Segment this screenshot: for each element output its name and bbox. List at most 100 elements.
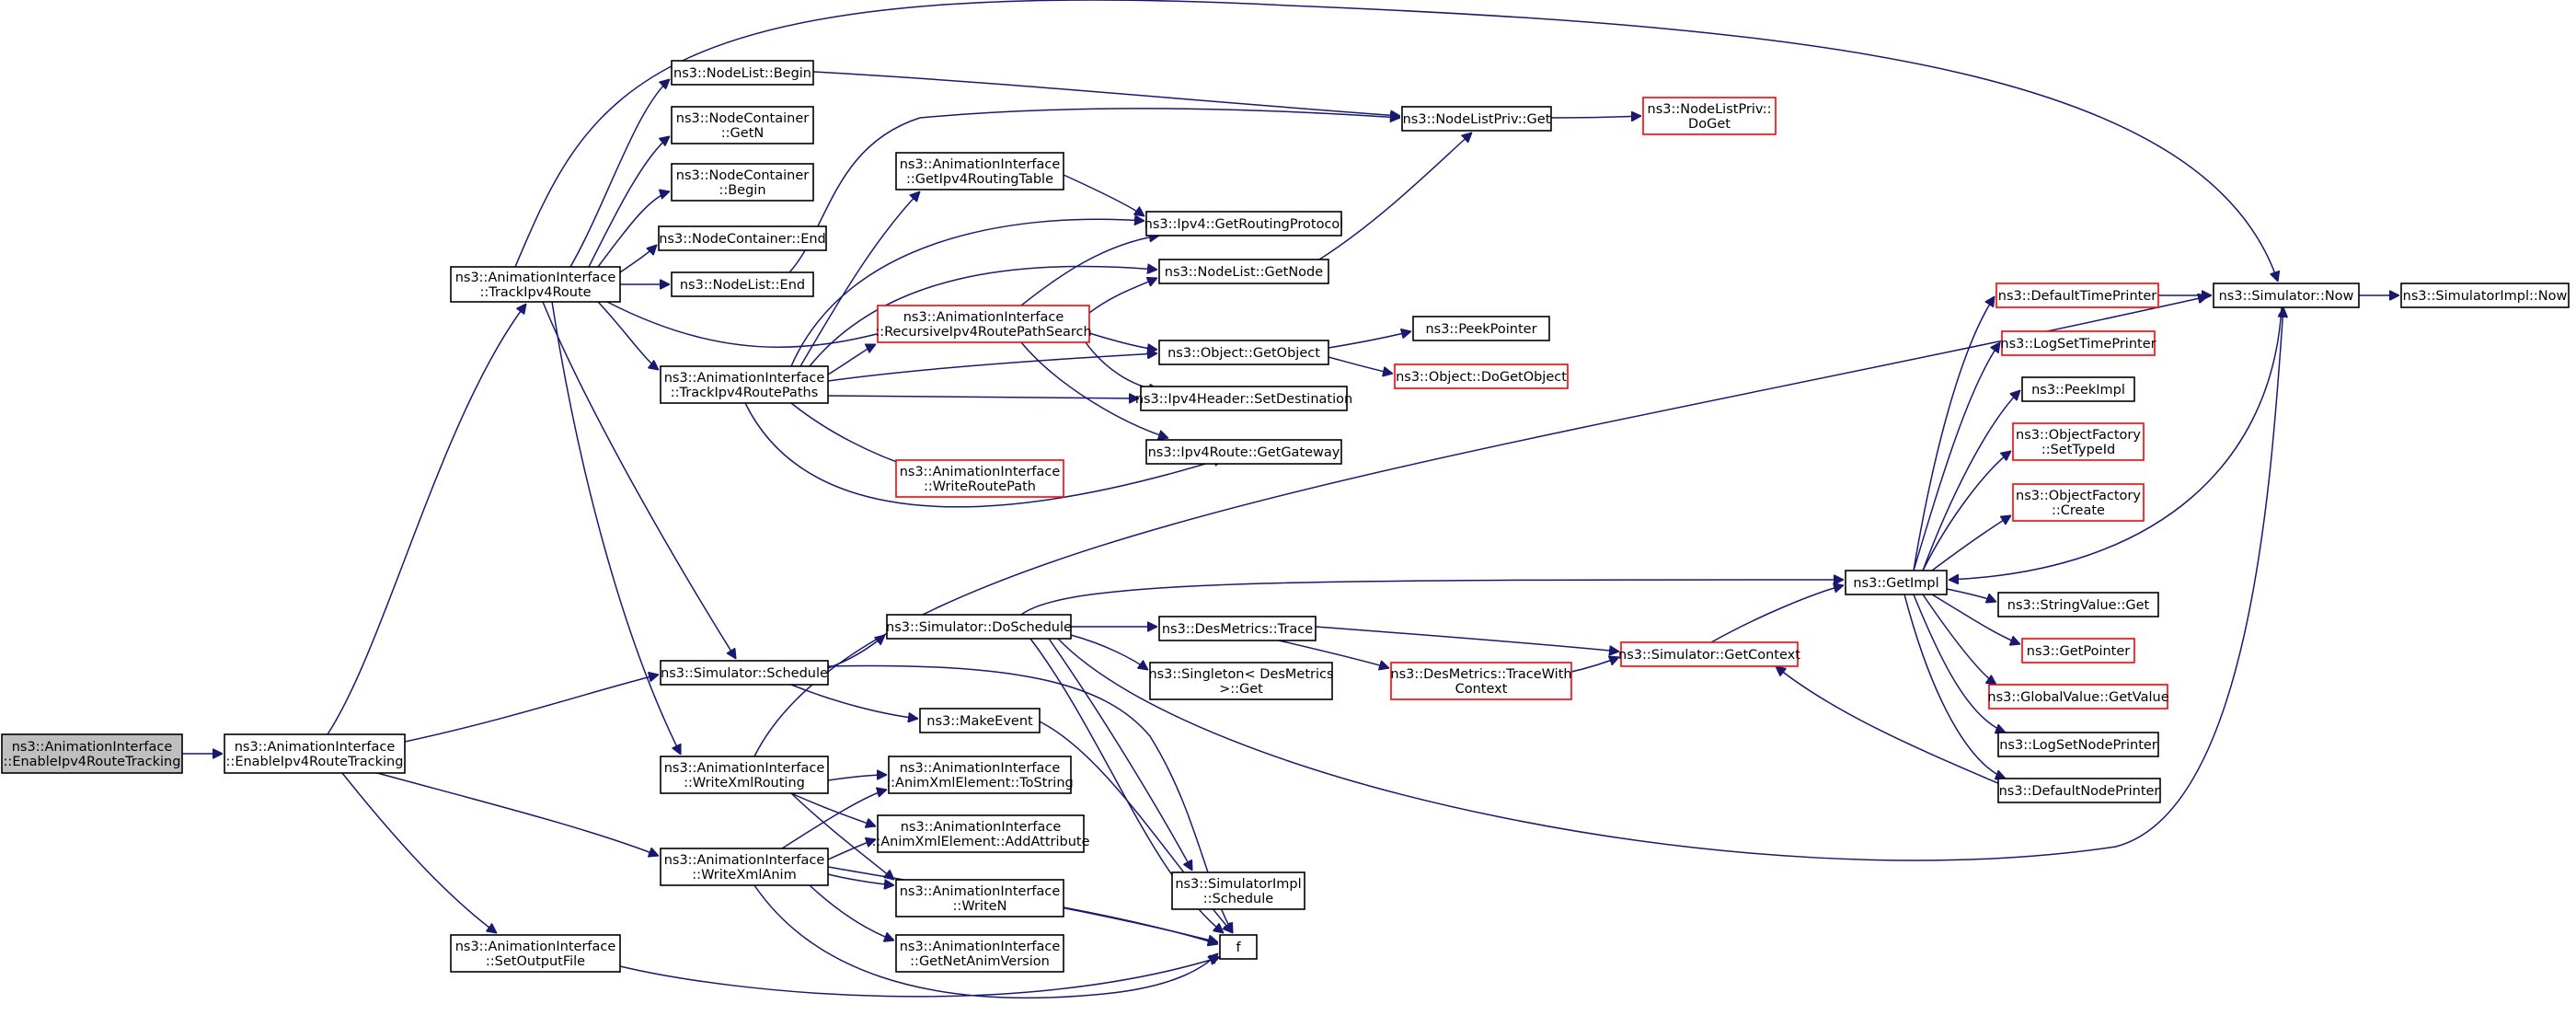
node-anim-tostring[interactable]: ns3::AnimationInterface::AnimXmlElement:… [886,756,1074,794]
node-write-xml-anim[interactable]: ns3::AnimationInterface::WriteXmlAnim [660,848,829,886]
node-label: ::AnimXmlElement::AddAttribute [871,835,1089,849]
node-ipv4-getrp[interactable]: ns3::Ipv4::GetRoutingProtocol [1144,211,1344,237]
node-box [660,365,829,404]
node-set-output-file[interactable]: ns3::AnimationInterface::SetOutputFile [450,934,621,973]
node-label: ::RecursiveIpv4RoutePathSearch [875,325,1091,340]
node-label: ::AnimXmlElement::ToString [886,776,1073,790]
node-sim-now[interactable]: ns3::Simulator::Now [2213,283,2360,308]
node-nl-getnode[interactable]: ns3::NodeList::GetNode [1158,259,1329,284]
edge-recursive_search-to-ipv4_getrp [1020,236,1159,306]
node-label: ns3::NodeContainer::End [659,232,826,247]
node-make-event[interactable]: ns3::MakeEvent [919,708,1041,733]
node-label: ::SetOutputFile [486,954,585,969]
node-label: ns3::SimulatorImpl::Now [2403,289,2568,304]
node-f[interactable]: f [1219,934,1258,960]
edge-write_xml_anim-to-write_n [827,873,894,885]
node-box [1997,778,2161,803]
node-label: ::Begin [719,183,765,198]
node-nl-begin[interactable]: ns3::NodeList::Begin [671,60,814,86]
node-get-netanim[interactable]: ns3::AnimationInterface::GetNetAnimVersi… [895,934,1064,973]
node-label: Context [1455,682,1508,697]
edge-write_xml_anim-to-get_netanim [809,884,894,940]
edge-recursive_search-to-ipv4h_setdest [1085,341,1159,390]
node-label: ns3::LogSetNodePrinter [1999,738,2157,753]
node-nl-end[interactable]: ns3::NodeList::End [671,271,814,297]
node-track-route[interactable]: ns3::AnimationInterface::TrackIpv4Route [450,266,621,303]
node-label: ns3::Simulator::Schedule [661,666,828,681]
node-box [671,271,814,297]
node-nlp-get[interactable]: ns3::NodeListPriv::Get [1401,106,1552,132]
node-label: ns3::Simulator::DoSchedule [886,620,1072,635]
node-getimpl[interactable]: ns3::GetImpl [1845,570,1948,595]
node-label: ns3::AnimationInterface [664,761,825,776]
node-obj-dogetobject[interactable]: ns3::Object::DoGetObject [1394,363,1569,389]
node-des-trace[interactable]: ns3::DesMetrics::Trace [1158,616,1317,641]
node-simimpl-schedule[interactable]: ns3::SimulatorImpl::Schedule [1171,871,1305,910]
node-label: ns3::NodeContainer [676,111,809,126]
node-box [1997,732,2159,757]
node-peek-pointer[interactable]: ns3::PeekPointer [1412,316,1550,341]
edge-track_route-to-nl_begin [569,79,670,268]
node-box [1158,259,1329,284]
node-label: ns3::AnimationInterface [900,157,1061,172]
node-track-paths[interactable]: ns3::AnimationInterface::TrackIpv4RouteP… [660,365,829,404]
node-label: ::WriteXmlRouting [684,776,805,790]
node-enable-track2[interactable]: ns3::AnimationInterface::EnableIpv4Route… [224,733,406,774]
node-default-node-printer[interactable]: ns3::DefaultNodePrinter [1997,778,2161,803]
edge-nlp_get-to-nlp_doget [1550,116,1641,118]
node-globalvalue-getvalue[interactable]: ns3::GlobalValue::GetValue [1987,684,2169,710]
node-anim-addattr[interactable]: ns3::AnimationInterface::AnimXmlElement:… [871,814,1090,853]
node-label: ns3::Simulator::Now [2219,289,2354,304]
node-box [888,756,1072,794]
node-box [895,459,1064,498]
node-get-rt-table[interactable]: ns3::AnimationInterface::GetIpv4RoutingT… [895,152,1064,190]
edge-write_xml_routing-to-anim_tostring [827,775,887,781]
node-enable-track[interactable]: ns3::AnimationInterface::EnableIpv4Route… [1,733,183,774]
node-label: ::GetNetAnimVersion [910,954,1050,969]
node-label: ns3::AnimationInterface [900,761,1061,776]
node-sim-doschedule[interactable]: ns3::Simulator::DoSchedule [886,614,1072,640]
node-box [877,814,1085,853]
edge-getimpl-to-default_time_printer [1913,296,1995,571]
node-get-pointer[interactable]: ns3::GetPointer [2021,638,2135,664]
edge-track_route-to-nc_end [619,245,657,273]
edge-write_xml_routing-to-anim_addattr [790,792,876,826]
node-of-settypeid[interactable]: ns3::ObjectFactory::SetTypeId [2012,422,2145,461]
node-box [658,225,827,251]
node-of-create[interactable]: ns3::ObjectFactory::Create [2012,483,2145,522]
node-log-set-time-printer[interactable]: ns3::LogSetTimePrinter [2000,330,2156,356]
edge-track_route-to-nc_getn [588,136,670,268]
node-sim-getcontext[interactable]: ns3::Simulator::GetContext [1618,641,1800,667]
node-label: ns3::StringValue::Get [2007,598,2150,613]
node-nlp-doget[interactable]: ns3::NodeListPriv::DoGet [1642,97,1777,135]
edge-des_trace-to-des_tracewith [1278,640,1389,668]
node-box [1,733,183,774]
node-box [1620,641,1799,667]
edge-track_route-to-write_xml_routing [551,301,682,755]
node-default-time-printer[interactable]: ns3::DefaultTimePrinter [1995,283,2159,308]
node-nc-begin[interactable]: ns3::NodeContainer::Begin [671,163,814,202]
node-nc-getn[interactable]: ns3::NodeContainer::GetN [671,106,814,144]
node-ipv4h-setdest[interactable]: ns3::Ipv4Header::SetDestination [1135,386,1352,411]
node-box [1140,386,1348,411]
node-simimpl-now[interactable]: ns3::SimulatorImpl::Now [2400,283,2570,308]
node-singleton-get[interactable]: ns3::Singleton< DesMetrics >::Get [1148,662,1334,700]
node-nc-end[interactable]: ns3::NodeContainer::End [658,225,827,251]
node-write-xml-routing[interactable]: ns3::AnimationInterface::WriteXmlRouting [660,756,829,794]
node-box [1394,363,1569,389]
node-obj-getobject[interactable]: ns3::Object::GetObject [1158,340,1329,365]
node-log-set-node-printer[interactable]: ns3::LogSetNodePrinter [1997,732,2159,757]
node-stringvalue-get[interactable]: ns3::StringValue::Get [1997,592,2159,617]
node-box [1995,283,2159,308]
node-peek-impl[interactable]: ns3::PeekImpl [2021,376,2135,402]
node-write-route-path[interactable]: ns3::AnimationInterface::WriteRoutePath [895,459,1064,498]
node-box [877,305,1090,343]
node-recursive-search[interactable]: ns3::AnimationInterface::RecursiveIpv4Ro… [875,305,1092,343]
node-write-n[interactable]: ns3::AnimationInterface::WriteN [895,879,1064,917]
node-label: ::GetIpv4RoutingTable [906,172,1053,187]
node-label: ::WriteN [953,899,1007,914]
node-ipv4r-getgw[interactable]: ns3::Ipv4Route::GetGateway [1145,439,1342,465]
node-sim-schedule[interactable]: ns3::Simulator::Schedule [660,660,829,686]
